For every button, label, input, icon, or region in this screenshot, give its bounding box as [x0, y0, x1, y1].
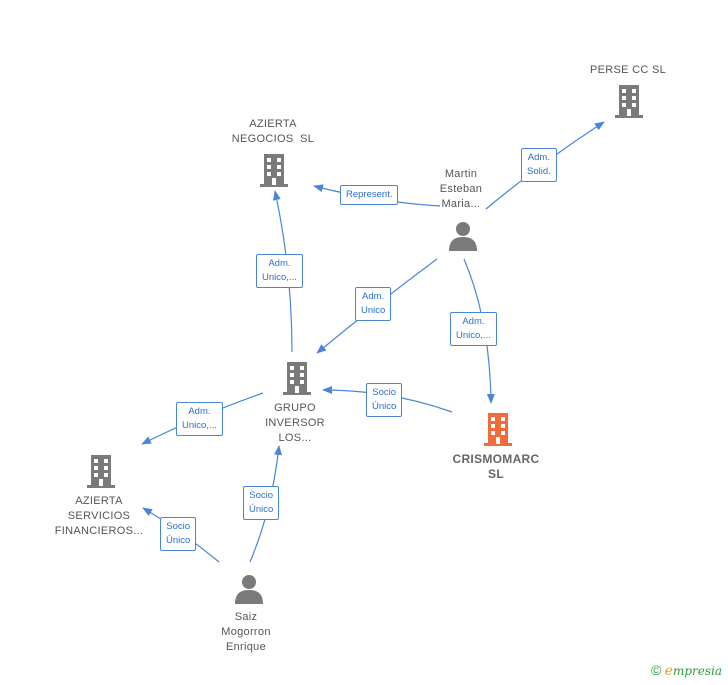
- building-icon[interactable]: [85, 454, 117, 488]
- building-icon[interactable]: [258, 153, 290, 187]
- person-icon[interactable]: [233, 574, 265, 604]
- edge-label-adm-unico-servicios[interactable]: Adm. Unico,...: [176, 402, 223, 436]
- building-icon-main[interactable]: [482, 412, 514, 446]
- company-label-perse: PERSE CC SL: [589, 64, 667, 76]
- edge-label-socio-unico-saiz-grupo[interactable]: Socio Único: [243, 486, 280, 520]
- edge-label-adm-unico-crismo[interactable]: Adm. Unico,...: [450, 312, 497, 346]
- building-icon[interactable]: [281, 361, 313, 395]
- edge-label-adm-unico-grupo[interactable]: Adm. Unico: [355, 287, 392, 321]
- company-label-grupo-inversor: GRUPO INVERSOR LOS...: [265, 402, 325, 444]
- edge-label-socio-unico-saiz-servicios[interactable]: Socio Único: [160, 517, 197, 551]
- edge-label-represent[interactable]: Represent.: [340, 185, 399, 205]
- building-icon[interactable]: [613, 84, 645, 118]
- company-label-azierta-negocios: AZIERTA NEGOCIOS SL: [231, 118, 315, 145]
- company-label-crismomarc: CRISMOMARC SL: [452, 452, 540, 481]
- person-label-saiz: Saiz Mogorron Enrique: [221, 611, 271, 653]
- edge-label-adm-unico-negocios[interactable]: Adm. Unico,...: [256, 254, 303, 288]
- person-icon[interactable]: [447, 221, 479, 251]
- company-label-azierta-servicios: AZIERTA SERVICIOS FINANCIEROS...: [54, 495, 144, 537]
- edge-label-adm-solid[interactable]: Adm. Solid.: [521, 148, 557, 182]
- copyright-icon: ©: [650, 662, 662, 678]
- person-label-martin: Martin Esteban Maria...: [439, 168, 483, 210]
- empresia-logo: © empresia: [650, 662, 722, 679]
- edge-label-socio-unico-grupo[interactable]: Socio Único: [366, 383, 403, 417]
